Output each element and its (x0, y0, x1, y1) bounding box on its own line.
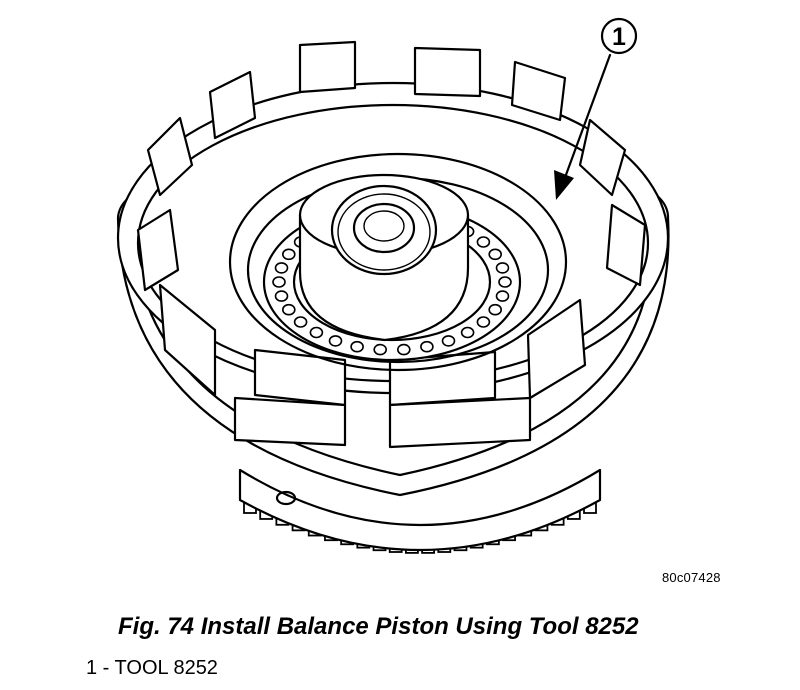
spring-slot (488, 303, 503, 316)
spring-slot (328, 335, 343, 347)
figure-caption: Fig. 74 Install Balance Piston Using Too… (118, 613, 639, 640)
spring-slot (460, 326, 475, 339)
legend-item: 1 - TOOL 8252 (86, 657, 218, 679)
spring-slot (281, 303, 296, 316)
spring-slot (495, 262, 510, 274)
spring-slot (373, 343, 388, 356)
callout-arrowhead (554, 170, 574, 200)
spring-slot (272, 276, 286, 288)
spring-slot (476, 236, 491, 248)
hub-bore-inner (363, 210, 405, 242)
spring-slot (350, 340, 364, 353)
callout-number: 1 (612, 23, 626, 51)
drum-inner-rim (130, 226, 654, 477)
drum-fingers (136, 40, 647, 449)
callout-leader (561, 53, 612, 185)
spring-slot (274, 290, 289, 302)
callout-circle (600, 17, 638, 55)
spring-slot (274, 262, 289, 274)
spring-slot (476, 316, 491, 328)
spring-slot (396, 343, 411, 356)
spring-slot (293, 316, 308, 328)
spring-slot (488, 248, 503, 261)
spring-slot (309, 326, 324, 339)
spring-slot (281, 248, 296, 261)
spring-slot (420, 340, 434, 353)
gear-ring (238, 468, 602, 552)
drum-hole (275, 490, 297, 506)
spring-slot (498, 276, 512, 288)
clutch-housing-illustration: 1 (116, 17, 670, 554)
spring-slot (495, 290, 510, 302)
figure-reference-code: 80c07428 (662, 570, 721, 585)
spring-slot (441, 335, 456, 347)
hub-spline (337, 193, 431, 271)
balance-piston (228, 152, 568, 372)
